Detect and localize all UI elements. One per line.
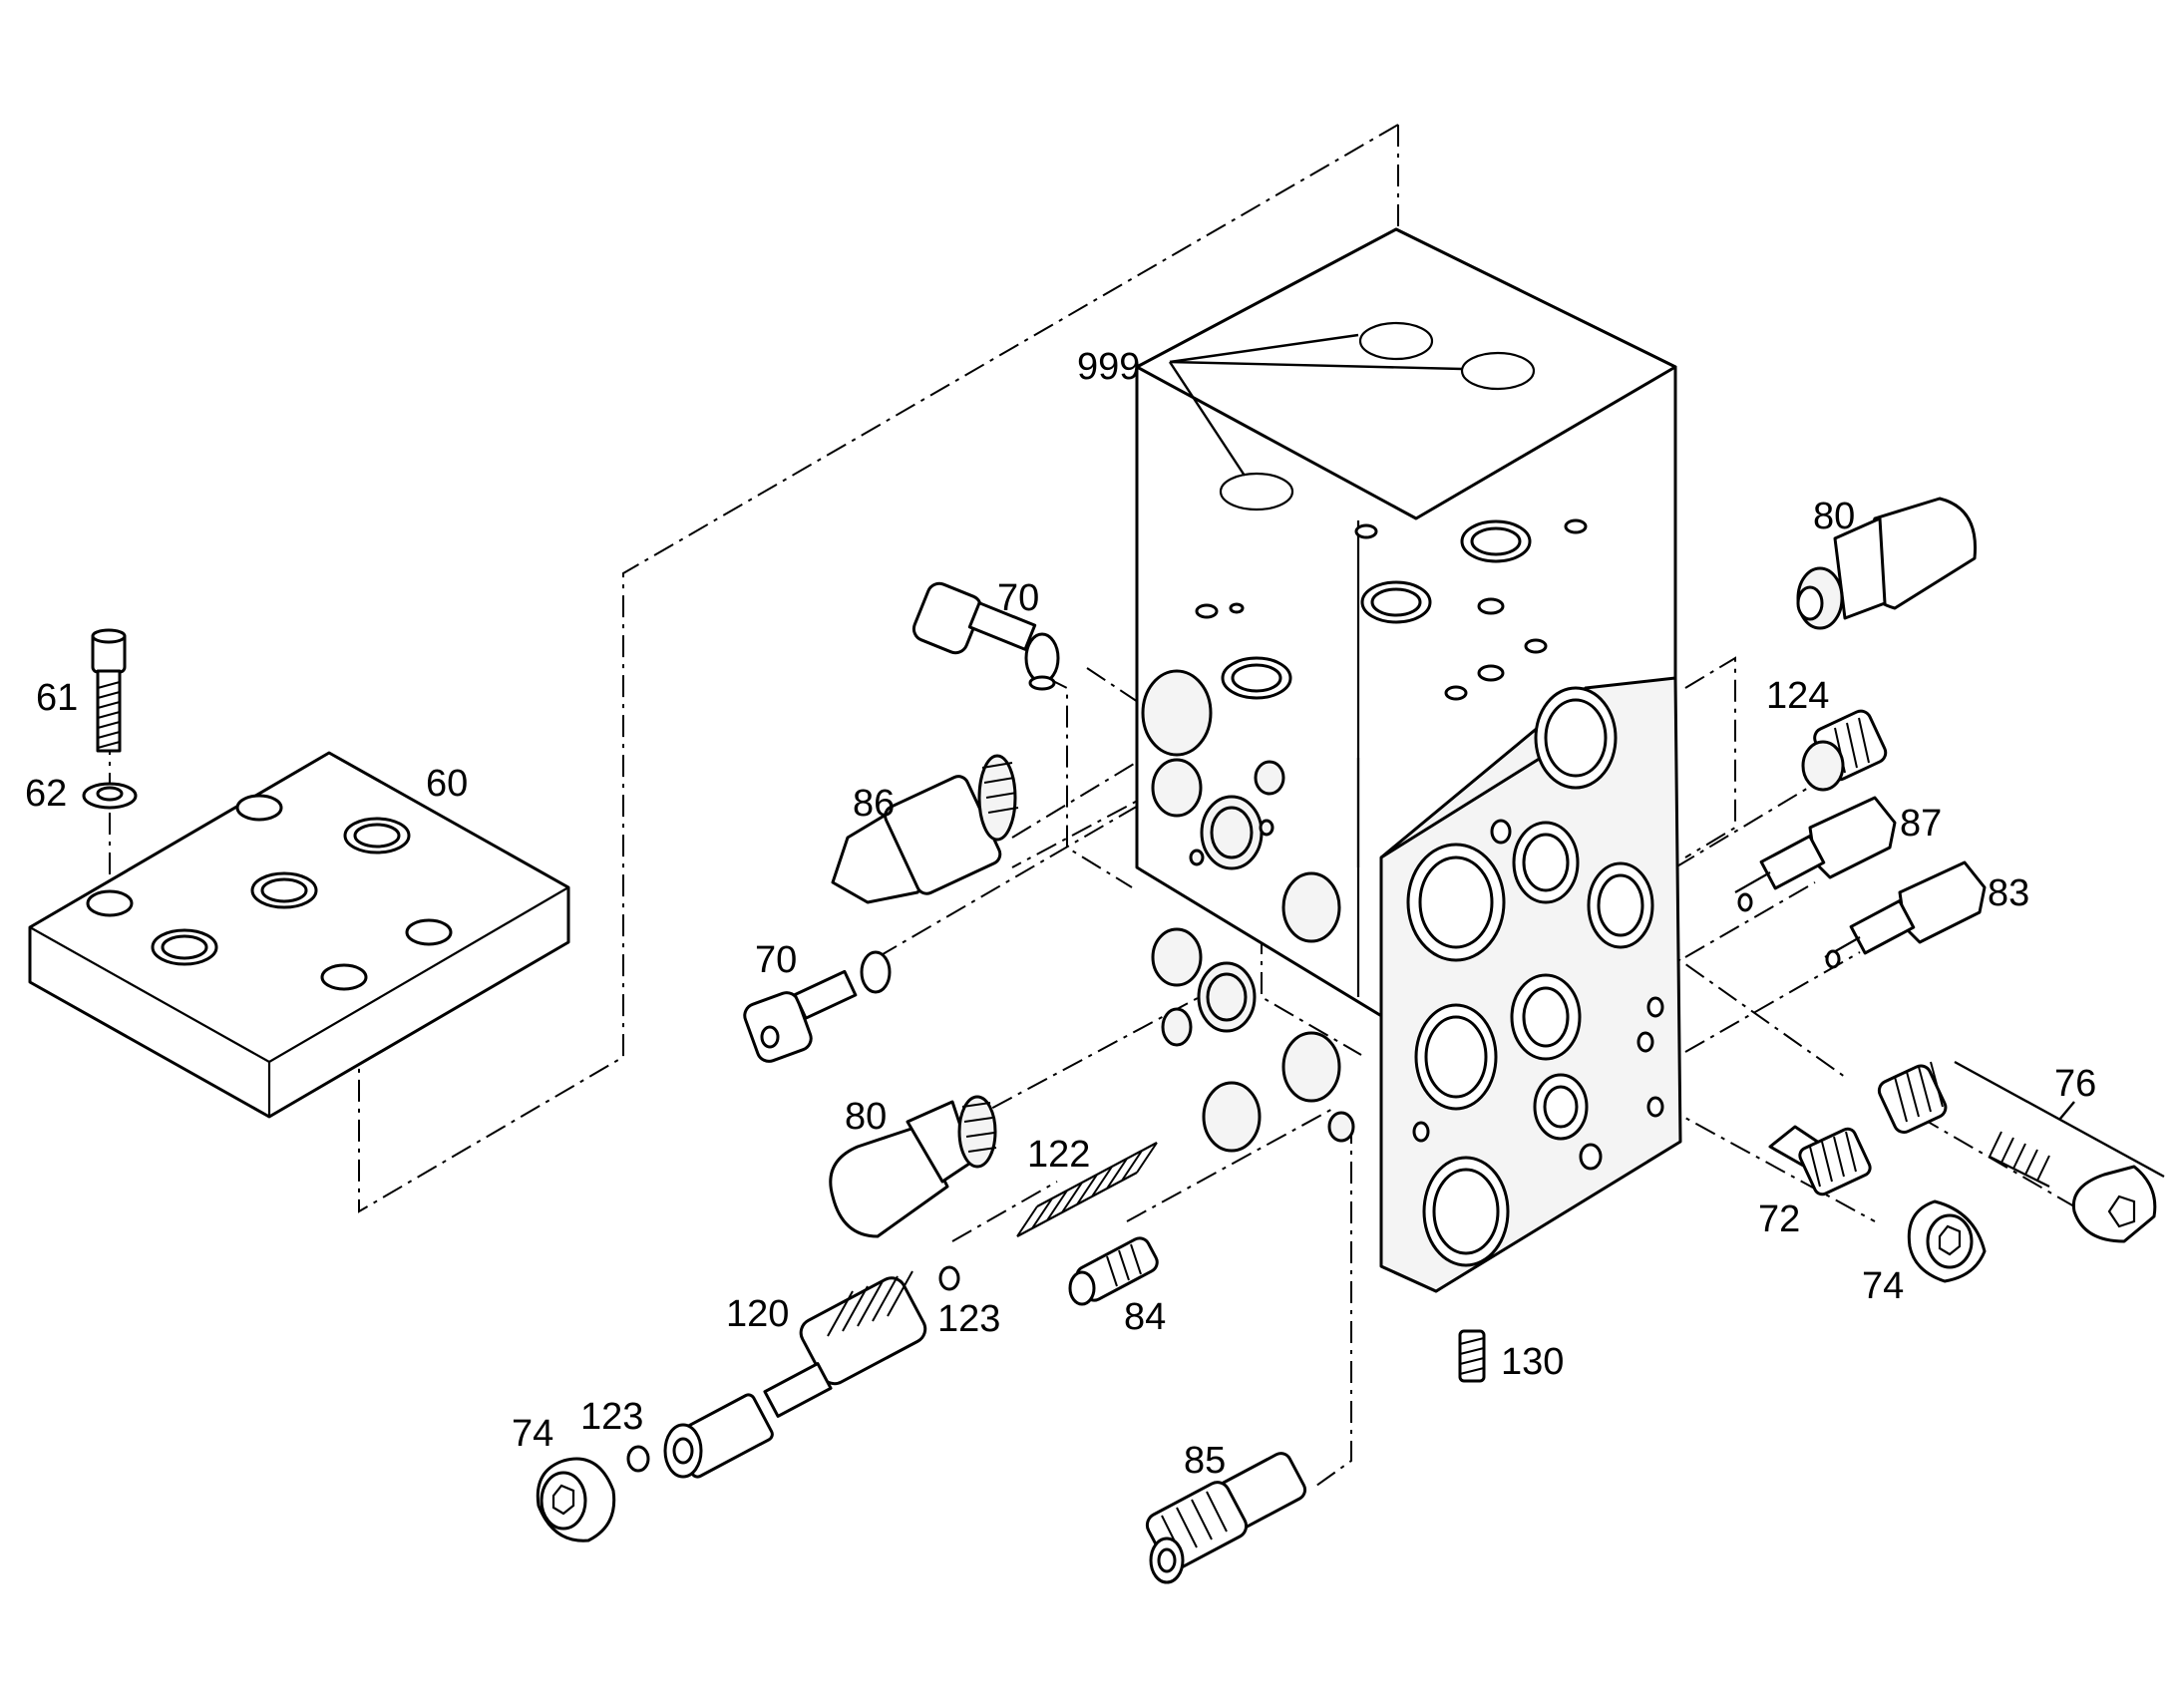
part-123-upper [938, 1265, 960, 1291]
valve-block [1135, 227, 1682, 1293]
label-76: 76 [2054, 1063, 2096, 1105]
label-60: 60 [426, 763, 468, 805]
label-122: 122 [1027, 1134, 1090, 1176]
part-120 [663, 1270, 927, 1479]
label-85: 85 [1184, 1440, 1226, 1482]
part-80-lower [829, 1095, 997, 1238]
screw-61 [91, 628, 127, 753]
label-83: 83 [1988, 872, 2029, 914]
part-85 [1145, 1452, 1307, 1584]
part-74-left [536, 1457, 616, 1542]
label-123-lower: 123 [580, 1396, 643, 1438]
label-72: 72 [1758, 1198, 1800, 1240]
label-62: 62 [25, 773, 67, 815]
part-72 [1768, 1125, 1872, 1196]
label-999: 999 [1077, 346, 1140, 388]
part-84 [1068, 1236, 1159, 1306]
washer-62 [82, 782, 138, 810]
part-124 [1801, 709, 1888, 792]
part-70-lower [743, 950, 892, 1063]
orings-999 [1168, 321, 1536, 512]
part-123-lower [626, 1445, 650, 1473]
part-83 [1824, 860, 1987, 969]
callout-labels: 999 70 80 61 62 60 86 124 87 83 70 80 12… [25, 346, 2096, 1482]
label-124: 124 [1766, 675, 1829, 717]
label-80-upper: 80 [1813, 496, 1855, 537]
label-70-lower: 70 [755, 939, 797, 981]
label-61: 61 [36, 677, 78, 719]
label-123-upper: 123 [937, 1298, 1000, 1340]
part-76 [1877, 1060, 2165, 1243]
label-120: 120 [726, 1293, 789, 1335]
label-70-upper: 70 [997, 577, 1039, 619]
label-74-left: 74 [512, 1413, 553, 1455]
label-87: 87 [1900, 803, 1942, 845]
plate-60 [28, 751, 570, 1119]
spring-122 [1016, 1142, 1158, 1237]
label-74-right: 74 [1862, 1265, 1904, 1307]
part-70-upper [911, 581, 1060, 691]
part-87 [1734, 796, 1897, 912]
label-130: 130 [1501, 1341, 1564, 1383]
part-86 [831, 754, 1019, 904]
label-80-lower: 80 [845, 1096, 887, 1138]
part-80-upper [1796, 497, 1978, 630]
label-86: 86 [853, 783, 895, 825]
label-84: 84 [1124, 1296, 1166, 1338]
part-74-right [1907, 1199, 1987, 1283]
part-130 [1458, 1329, 1486, 1383]
